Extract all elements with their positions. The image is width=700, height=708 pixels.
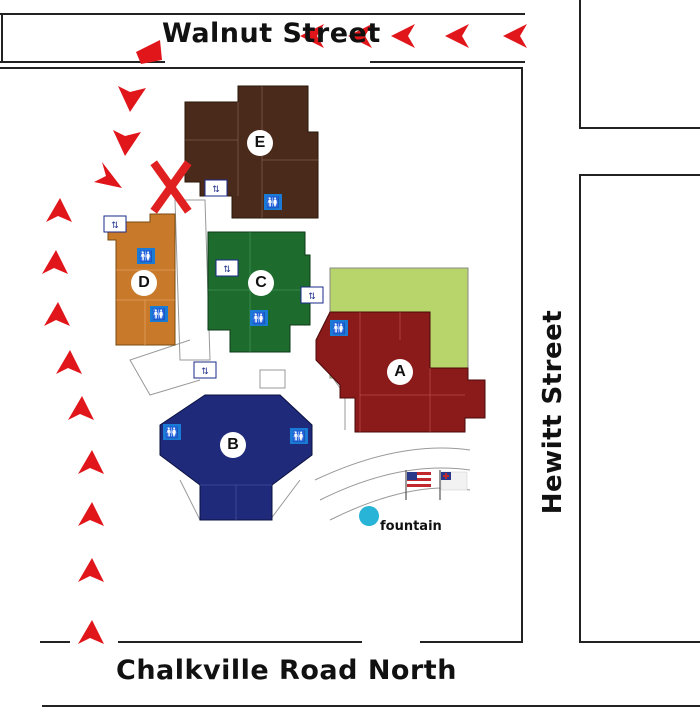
- elevator-icon: ⇅: [215, 259, 239, 277]
- arrow-icon: [78, 502, 104, 526]
- svg-text:⇅: ⇅: [201, 366, 209, 376]
- arrow-icon: [348, 24, 372, 48]
- building-c-label: C: [248, 270, 274, 296]
- arrow-icon: [503, 24, 527, 48]
- arrow-icon: [42, 250, 68, 274]
- arrow-icon: [445, 24, 469, 48]
- elevator-icon: ⇅: [193, 361, 217, 379]
- svg-text:🚻: 🚻: [139, 250, 153, 263]
- arrow-icon: [78, 620, 104, 644]
- svg-text:🚻: 🚻: [266, 196, 280, 209]
- svg-text:🚻: 🚻: [292, 430, 306, 443]
- svg-text:⇅: ⇅: [212, 184, 220, 194]
- svg-text:🚻: 🚻: [252, 312, 266, 325]
- street-label-south: Chalkville Road North: [116, 655, 457, 686]
- restroom-icon: 🚻: [330, 320, 348, 336]
- arrow-icon: [68, 396, 94, 420]
- arrow-icon: [44, 302, 70, 326]
- arrow-icon: [78, 558, 104, 582]
- restroom-icon: 🚻: [163, 424, 181, 440]
- restroom-icon: 🚻: [250, 310, 268, 326]
- restroom-icon: 🚻: [264, 194, 282, 210]
- us-flag-icon: [405, 470, 431, 500]
- building-e-label: E: [247, 130, 273, 156]
- christian-flag-icon: [439, 470, 468, 500]
- restroom-icon: 🚻: [137, 248, 155, 264]
- svg-text:⇅: ⇅: [111, 220, 119, 230]
- elevator-icon: ⇅: [103, 215, 127, 233]
- arrow-icon: [78, 450, 104, 474]
- arrow-icon: [136, 40, 162, 64]
- building-b-label: B: [220, 432, 246, 458]
- svg-text:⇅: ⇅: [223, 264, 231, 274]
- x-marker: [150, 160, 192, 214]
- street-label-east: Hewitt Street: [538, 309, 568, 515]
- elevator-icon: ⇅: [300, 286, 324, 304]
- arrow-icon: [56, 350, 82, 374]
- street-label-north: Walnut Street: [162, 18, 381, 49]
- elevator-icons: ⇅ ⇅ ⇅ ⇅ ⇅: [103, 179, 324, 379]
- arrow-icon: [113, 130, 141, 156]
- arrow-icon: [118, 86, 146, 112]
- fountain-icon: [359, 506, 379, 526]
- arrow-icon: [46, 198, 72, 222]
- svg-text:🚻: 🚻: [165, 426, 179, 439]
- svg-text:⇅: ⇅: [308, 291, 316, 301]
- elevator-icon: ⇅: [204, 179, 228, 197]
- direction-arrows: [42, 24, 527, 644]
- restroom-icon: 🚻: [150, 306, 168, 322]
- fountain-label: fountain: [380, 519, 442, 534]
- arrow-icon: [391, 24, 415, 48]
- svg-text:🚻: 🚻: [152, 308, 166, 321]
- restroom-icons: 🚻 🚻 🚻 🚻 🚻 🚻 🚻: [137, 194, 348, 444]
- arrow-icon: [300, 24, 324, 48]
- arrow-icon: [94, 162, 122, 188]
- svg-text:🚻: 🚻: [332, 322, 346, 335]
- building-d-label: D: [131, 270, 157, 296]
- restroom-icon: 🚻: [290, 428, 308, 444]
- building-a-label: A: [387, 359, 413, 385]
